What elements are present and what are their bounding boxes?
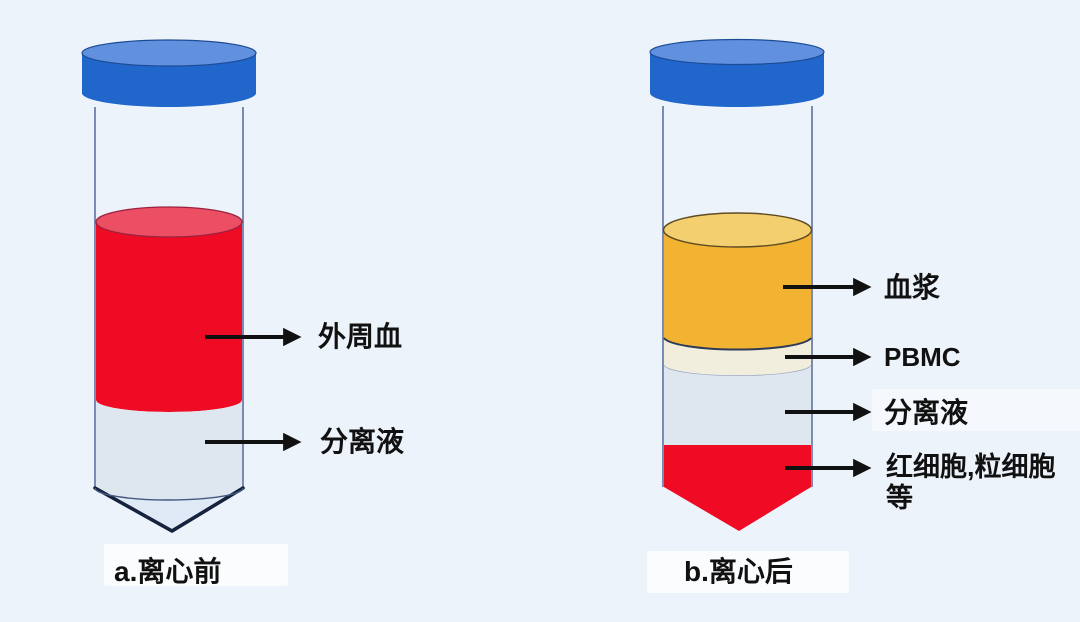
label-peripheral-blood: 外周血 (318, 321, 403, 352)
layer-b-pbmc-bottom-line (663, 364, 812, 377)
layer-a-blood-surface (95, 206, 243, 238)
label-separation-b: 分离液 (884, 397, 969, 428)
tube-a-cone-outline (93, 486, 245, 533)
label-separation-a: 分离液 (320, 426, 405, 457)
caption-b-background (647, 551, 849, 593)
caption-b: b.离心后 (684, 556, 793, 587)
tube-a (81, 39, 257, 533)
layer-b-pbmc (664, 338, 811, 377)
layer-b-plasma-bottom-line (663, 337, 812, 351)
tube-b-cap-top (649, 38, 825, 66)
layer-a-peripheral-blood (96, 222, 242, 412)
layer-b-separation-medium (664, 365, 811, 445)
tube-b-walls (662, 106, 813, 487)
layer-a-separation-medium (96, 400, 242, 500)
label-plasma: 血浆 (884, 272, 941, 303)
label-pbmc: PBMC (884, 342, 961, 372)
tube-a-walls (94, 107, 244, 488)
layer-b-plasma (664, 230, 811, 350)
tube-b (649, 38, 825, 531)
tube-a-cap-top (81, 39, 257, 67)
layer-b-plasma-surface (662, 212, 813, 248)
caption-a-background (104, 544, 288, 586)
caption-a: a.离心前 (114, 556, 222, 587)
tube-a-bottom-arc (94, 487, 244, 501)
label-separation-b-background (872, 389, 1080, 431)
layer-b-rbc (664, 445, 811, 531)
label-rbc-granulocytes: 红细胞,粒细胞等 (886, 452, 1056, 513)
